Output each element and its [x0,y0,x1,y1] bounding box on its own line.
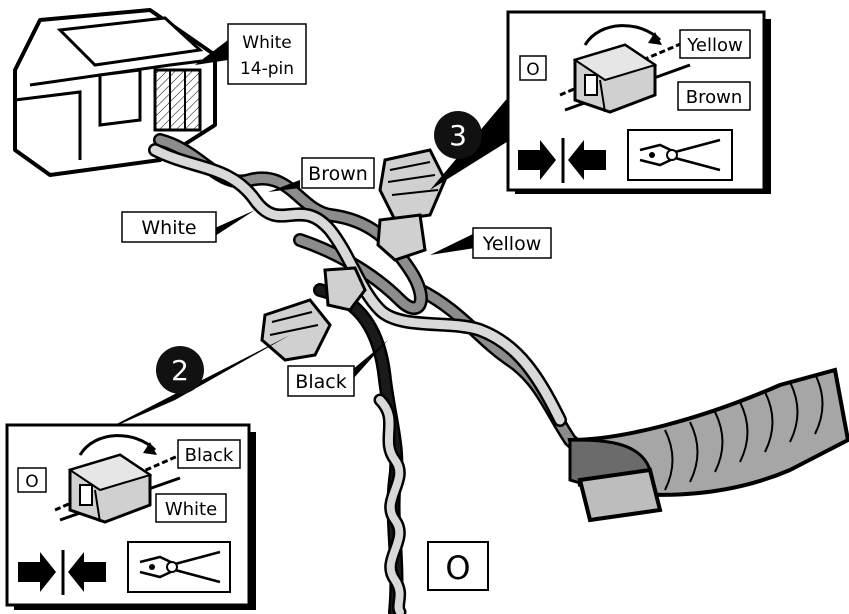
splice-connector-3 [376,148,447,262]
step2-number: 2 [171,354,189,387]
step3-panel: O Yellow Brown [506,10,771,194]
connector-14pin [13,8,217,177]
connector-label-line1: White [242,33,291,53]
step3-splice-illustration [559,24,691,114]
step3-pliers-icon [627,129,733,181]
label-brown: Brown [268,157,375,192]
step2-badge: 2 [156,346,204,394]
step3-o-label: O [526,60,539,80]
brown-label: Brown [308,163,368,185]
step2-wire-top-label: Black [185,445,234,466]
yellow-label: Yellow [482,233,542,255]
step2-wire-bottom-label: White [165,499,217,520]
step3-wire-bottom-label: Brown [686,87,743,108]
label-yellow: Yellow [430,227,552,259]
step2-pliers-icon [127,541,231,593]
connector-label-line2: 14-pin [240,59,294,79]
step2-o-label: O [25,472,38,492]
label-bottom-o: O [427,541,489,591]
label-black: Black [287,340,388,397]
label-connector: White 14-pin [195,23,307,85]
splice-connector-2 [260,266,367,362]
step2-press-arrows-icon [18,550,106,595]
step3-wire-top-label: Yellow [686,35,742,56]
step2-panel: O Black White [5,423,256,610]
black-label: Black [295,371,346,393]
white-label: White [141,217,196,239]
step3-badge: 3 [434,111,482,159]
spiral-tape [567,367,849,523]
step3-number: 3 [449,119,467,152]
step2-splice-illustration [54,434,181,524]
bottom-o-label: O [445,549,470,587]
step3-press-arrows-icon [518,138,606,183]
label-white: White [121,210,255,243]
